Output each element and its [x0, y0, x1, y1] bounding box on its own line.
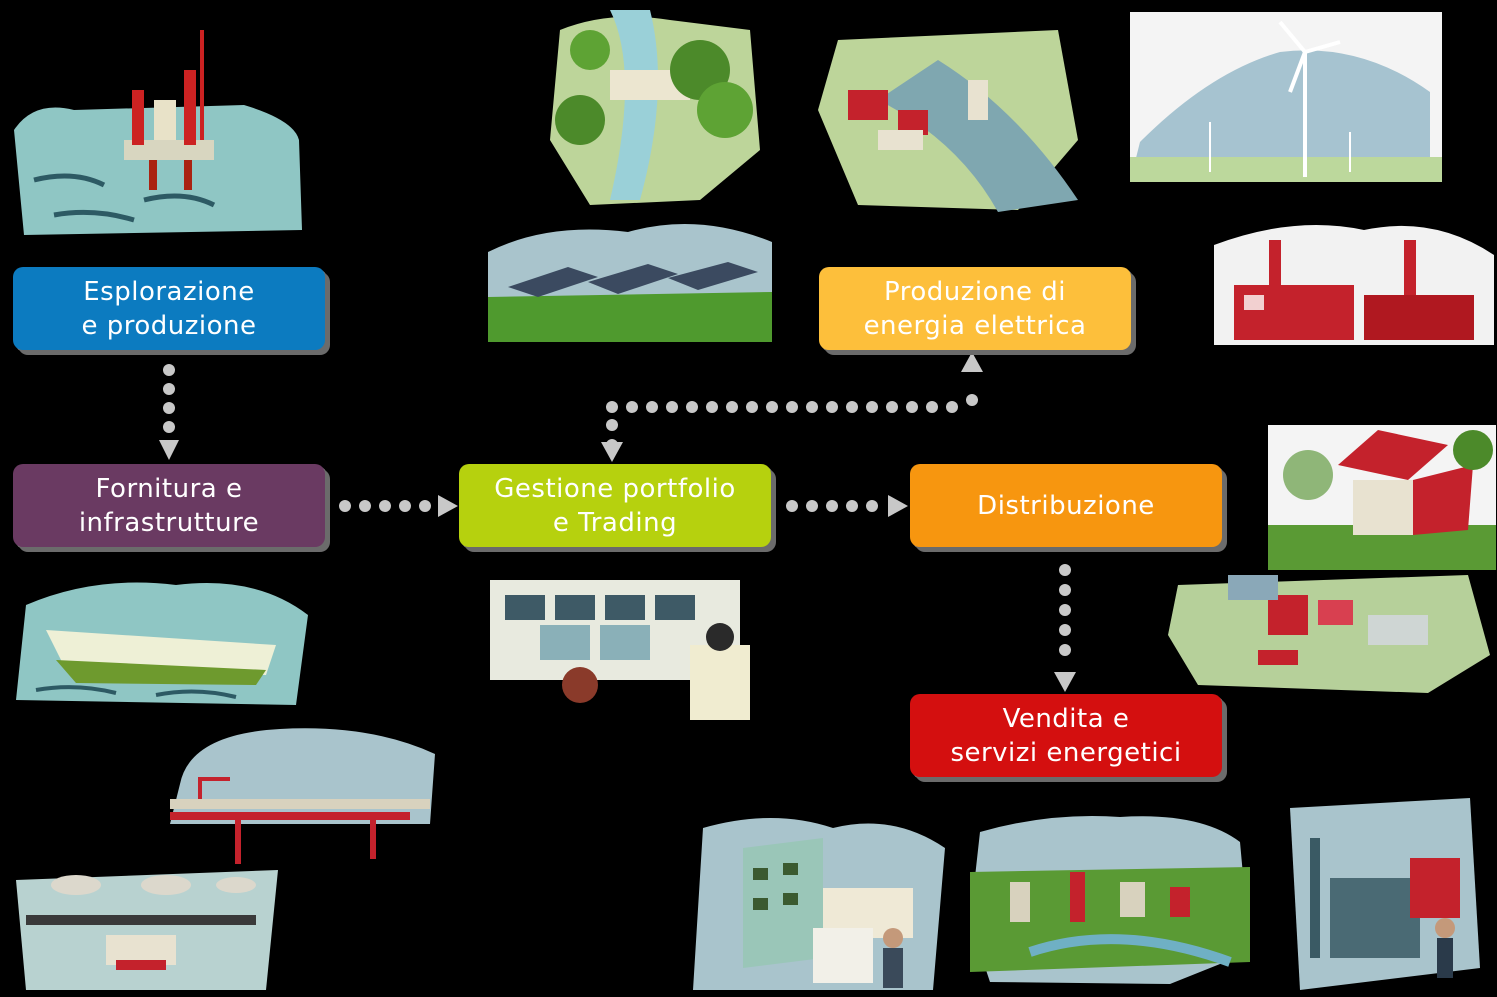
node-supply-label: Fornitura e infrastrutture [78, 473, 260, 538]
node-trading-label: Gestione portfolio e Trading [494, 473, 736, 538]
node-sales-label: Vendita e servizi energetici [950, 703, 1182, 768]
turbine-hall-illustration [1290, 798, 1480, 990]
node-power-label: Produzione di energia elettrica [863, 276, 1087, 341]
lng-tanker-illustration [16, 582, 308, 705]
coastal-power-plant-illustration [818, 30, 1078, 212]
trading-room-illustration [490, 580, 750, 720]
apartment-block-illustration [693, 818, 945, 990]
node-distribution: Distribuzione [910, 464, 1222, 547]
node-distribution-label: Distribuzione [977, 490, 1155, 521]
connector-dots [163, 364, 1071, 656]
house-illustration [1268, 425, 1496, 570]
node-sales: Vendita e servizi energetici [910, 694, 1222, 777]
node-exploration: Esplorazione e produzione [13, 267, 325, 350]
city-overview-illustration [970, 816, 1250, 984]
pipeline-illustration [170, 728, 435, 864]
connector-arrowheads [159, 352, 1076, 692]
node-power: Produzione di energia elettrica [819, 267, 1131, 350]
solar-field-illustration [488, 224, 772, 342]
node-exploration-label: Esplorazione e produzione [81, 276, 257, 341]
storage-terminal-illustration [16, 870, 278, 990]
oil-rig-illustration [14, 30, 302, 235]
thermal-power-plant-illustration [1214, 225, 1494, 345]
wind-farm-illustration [1130, 12, 1442, 182]
node-trading: Gestione portfolio e Trading [459, 464, 771, 547]
node-supply: Fornitura e infrastrutture [13, 464, 325, 547]
hydro-dam-illustration [550, 10, 760, 205]
industrial-district-illustration [1168, 575, 1490, 693]
